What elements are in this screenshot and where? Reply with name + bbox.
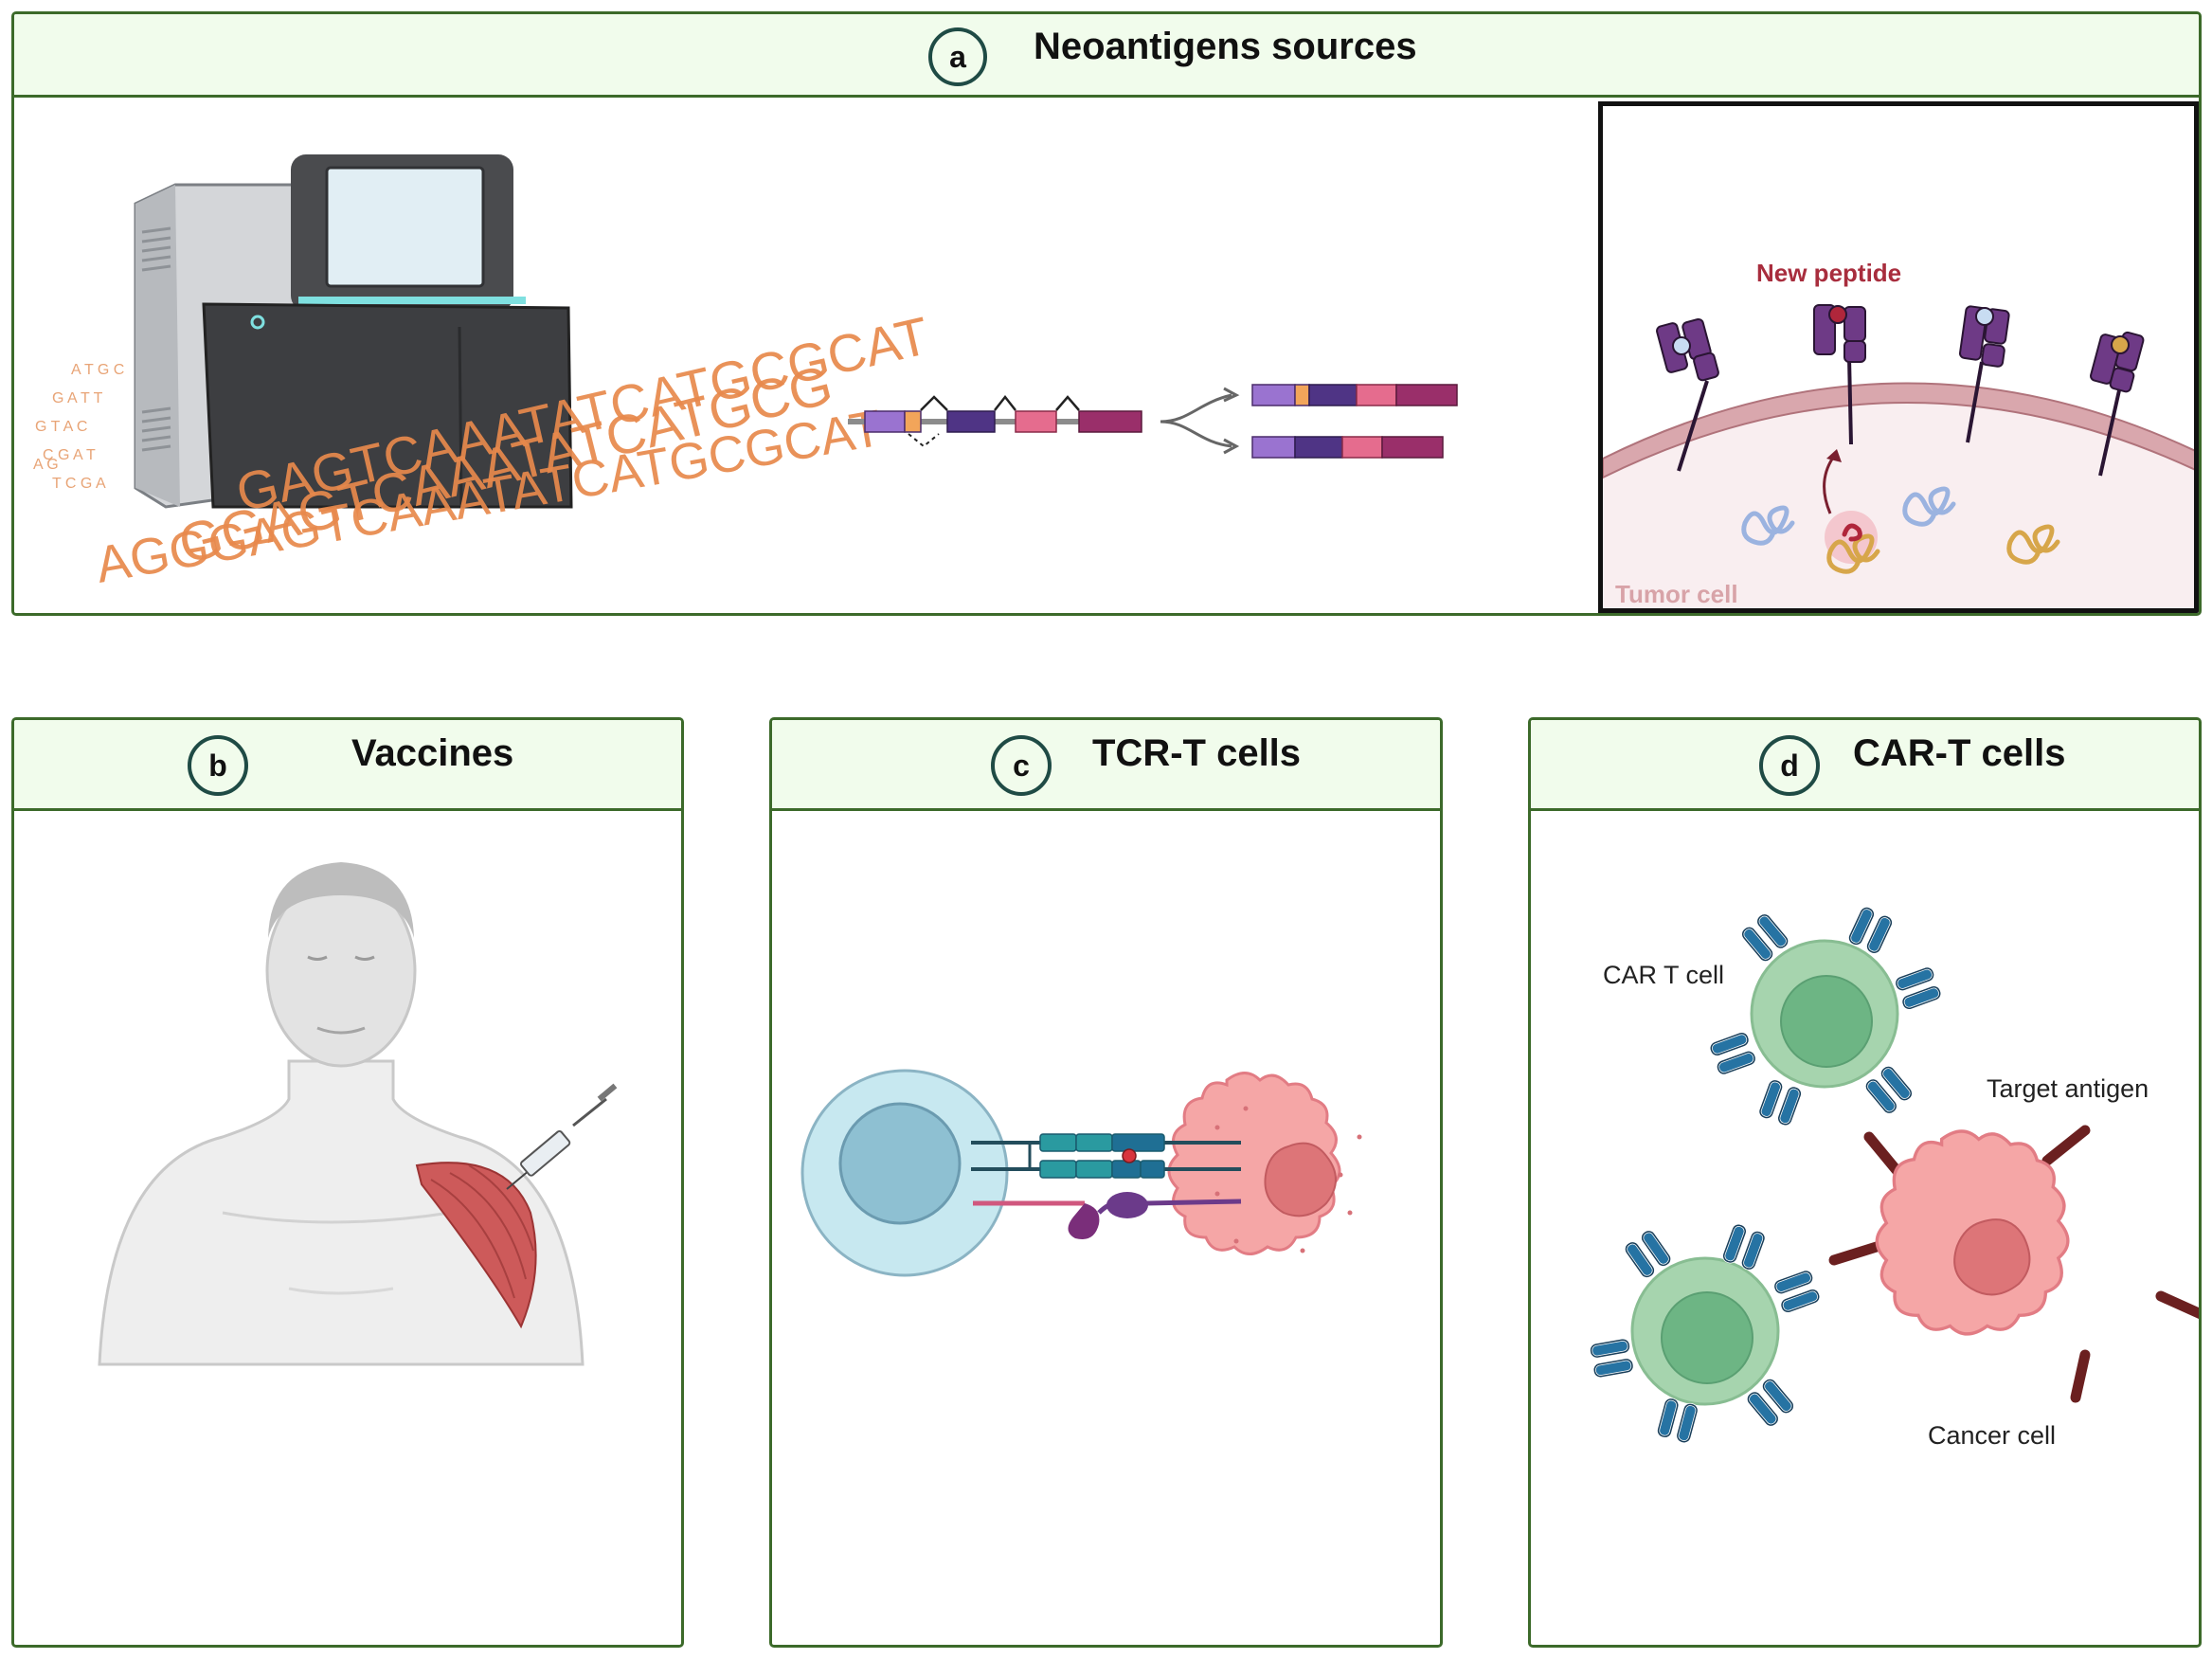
svg-text:C G A T: C G A T bbox=[43, 447, 96, 463]
tumor-cell-surface bbox=[1603, 304, 2194, 608]
mhc-molecule-4 bbox=[2090, 331, 2145, 477]
dna-sequence-reads: GAGTCAAATATCATGCGCAT GGAGTCAAATATCATGCG … bbox=[33, 305, 934, 594]
sequencer-machine-icon bbox=[134, 154, 573, 509]
car-t-cell-interaction bbox=[1589, 905, 2199, 1445]
cancer-cell-label: Cancer cell bbox=[1928, 1421, 2057, 1450]
mhc-molecule-1 bbox=[1656, 317, 1719, 472]
car-t-cell-2 bbox=[1589, 1222, 1822, 1445]
tcr-receptor bbox=[1039, 1133, 1165, 1179]
mhc-molecule-2 bbox=[1813, 304, 1866, 445]
panel-c-title: TCR-T cells bbox=[1092, 732, 1302, 774]
new-peptide-label: New peptide bbox=[1756, 259, 1902, 287]
coreceptor-pair bbox=[973, 1192, 1242, 1239]
svg-text:A G: A G bbox=[33, 457, 59, 473]
panel-b-badge: b bbox=[188, 735, 248, 796]
panel-a-header bbox=[14, 14, 2199, 98]
t-cell bbox=[800, 1069, 1009, 1277]
car-t-cell-1 bbox=[1708, 905, 1943, 1127]
tumor-cell-target bbox=[1167, 1072, 1362, 1255]
alternative-splicing-diagram bbox=[848, 384, 1458, 459]
svg-text:A T G C: A T G C bbox=[71, 362, 124, 378]
panel-neoantigen-sources: a Neoantigens sources GAGTCAAATATCATGCGC… bbox=[11, 11, 2202, 616]
panel-tcr-t-cells: c TCR-T cells bbox=[769, 717, 1443, 1648]
vaccinated-person-illustration bbox=[98, 862, 618, 1366]
mhc-molecule-3 bbox=[1958, 305, 2010, 443]
tcr-t-cell-interaction bbox=[800, 1069, 1362, 1277]
tumor-cell-inset: New peptide Tumor cell bbox=[1598, 101, 2199, 613]
panel-car-t-cells: d CAR-T cells bbox=[1528, 717, 2202, 1648]
svg-text:G T A C: G T A C bbox=[35, 419, 87, 435]
tumor-cell-label: Tumor cell bbox=[1615, 580, 1738, 608]
panel-a-title: Neoantigens sources bbox=[1034, 26, 1417, 67]
panel-d-badge: d bbox=[1759, 735, 1820, 796]
panel-vaccines: b Vaccines bbox=[11, 717, 684, 1648]
target-antigen-label: Target antigen bbox=[1987, 1074, 2149, 1103]
panel-c-badge: c bbox=[991, 735, 1052, 796]
car-t-cell-label: CAR T cell bbox=[1603, 961, 1725, 989]
panel-b-title: Vaccines bbox=[351, 732, 514, 774]
cancer-cell bbox=[1828, 1125, 2199, 1403]
panel-b-header bbox=[14, 720, 681, 811]
panel-a-badge: a bbox=[928, 27, 987, 86]
svg-text:G A T T: G A T T bbox=[52, 390, 103, 406]
panel-d-header bbox=[1531, 720, 2199, 811]
svg-text:T C G A: T C G A bbox=[52, 476, 106, 492]
panel-c-header bbox=[772, 720, 1440, 811]
panel-d-title: CAR-T cells bbox=[1853, 732, 2066, 774]
syringe-icon bbox=[506, 1083, 618, 1190]
